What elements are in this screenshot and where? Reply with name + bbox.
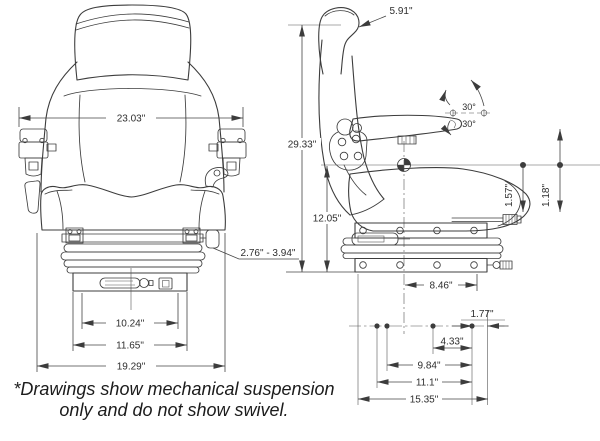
dim-travel-front: 1.57" bbox=[504, 162, 526, 212]
dim-center-to-rail-edge: 8.46" bbox=[405, 274, 478, 292]
dim-base-inner-width-label: 10.24" bbox=[116, 319, 145, 330]
lower-adjust-ring bbox=[492, 261, 501, 269]
dim-base-inner-width: 10.24" bbox=[81, 293, 179, 330]
front-view: 23.03" 10.24" 11.65" 19.29" 2.76" - 3.94… bbox=[18, 4, 299, 373]
front-seat-cushion bbox=[40, 184, 226, 231]
dim-hole-span-large-label: 11.1" bbox=[416, 378, 439, 389]
side-headrest bbox=[318, 7, 360, 75]
dim-hole-span-mid: 9.84" bbox=[387, 359, 472, 372]
side-backrest bbox=[318, 39, 385, 216]
front-suspension-slats bbox=[60, 243, 206, 274]
dim-adjuster-knob-range-label: 2.76" - 3.94" bbox=[241, 248, 296, 259]
armrest-angle-indicator: 30° 30° bbox=[439, 79, 492, 136]
front-armrest-left bbox=[18, 128, 57, 177]
side-view: 30° 30° bbox=[283, 6, 600, 406]
dim-center-to-rail-edge-label: 8.46" bbox=[429, 281, 452, 292]
dim-hole-span-mid-label: 9.84" bbox=[417, 361, 440, 372]
dim-base-to-index-height-label: 12.05" bbox=[313, 214, 342, 225]
dim-mount-overall-width: 15.35" bbox=[358, 393, 488, 406]
side-armrest bbox=[328, 114, 463, 171]
dim-hole-edge-offset-label: 1.77" bbox=[470, 309, 493, 320]
dim-width-across-armrests-label: 23.03" bbox=[117, 114, 146, 125]
dim-hole-edge-offset: 1.77" bbox=[452, 309, 508, 329]
adjuster-knob bbox=[205, 229, 220, 249]
dim-adjuster-knob-range: 2.76" - 3.94" bbox=[212, 247, 299, 260]
fore-aft-slider-handle bbox=[351, 232, 399, 246]
front-backrest bbox=[40, 61, 225, 193]
dim-armrest-tilt-up-label: 30° bbox=[462, 102, 476, 112]
dim-width-across-armrests: 23.03" bbox=[18, 107, 244, 127]
dim-hole-span-large: 11.1" bbox=[377, 376, 472, 389]
dim-overall-width: 19.29" bbox=[36, 233, 226, 373]
dim-hole-span-small: 4.33" bbox=[433, 337, 472, 351]
dim-base-outer-width-label: 11.65" bbox=[116, 341, 144, 352]
dim-hole-span-small-label: 4.33" bbox=[440, 337, 463, 348]
front-base-box bbox=[72, 268, 188, 310]
dim-armrest-tilt-down-label: 30° bbox=[462, 119, 476, 129]
front-side-lever-left bbox=[24, 180, 41, 214]
dim-headrest-depth-label: 5.91" bbox=[389, 6, 412, 17]
front-side-lever-right bbox=[204, 166, 229, 188]
footnote: *Drawings show mechanical suspension onl… bbox=[0, 379, 348, 421]
compressor-cylinder bbox=[99, 277, 154, 289]
dim-overall-height-label: 29.33" bbox=[288, 140, 317, 151]
front-mount-rail bbox=[61, 227, 220, 249]
footnote-line-2: only and do not show swivel. bbox=[59, 400, 289, 420]
dim-headrest-depth: 5.91" bbox=[358, 6, 413, 28]
dim-base-to-index-height: 12.05" bbox=[309, 166, 345, 272]
dim-overall-height: 29.33" bbox=[283, 24, 341, 272]
dim-overall-width-label: 19.29" bbox=[117, 362, 146, 373]
switch bbox=[158, 277, 173, 290]
armrest-knurl bbox=[397, 135, 417, 145]
armrest-roller-knob bbox=[336, 118, 354, 136]
front-headrest bbox=[74, 4, 192, 81]
dim-base-outer-width: 11.65" bbox=[72, 292, 188, 352]
front-armrest-right bbox=[208, 128, 247, 177]
dim-mount-overall-width-label: 15.35" bbox=[410, 395, 439, 406]
dim-travel-rear: 1.18" bbox=[541, 129, 563, 212]
footnote-line-1: *Drawings show mechanical suspension bbox=[13, 379, 335, 399]
dim-travel-front-label: 1.57" bbox=[504, 184, 515, 207]
side-suspension-base bbox=[286, 214, 522, 273]
dim-travel-rear-label: 1.18" bbox=[541, 184, 552, 207]
